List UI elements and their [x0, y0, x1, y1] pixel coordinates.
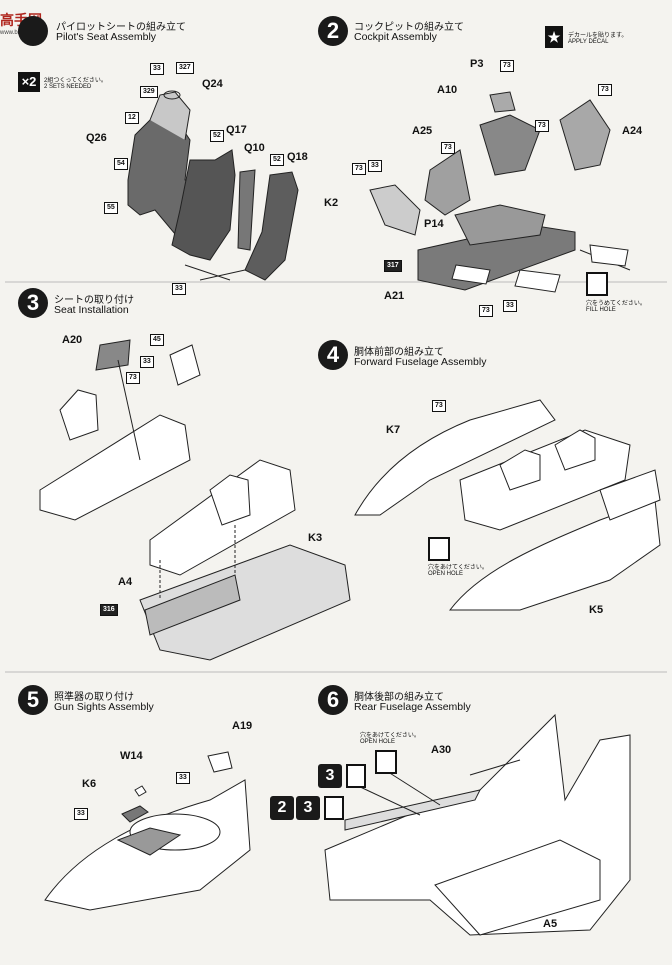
part-label: Q18 [287, 151, 308, 163]
two-sets-jp: 2組つくってください。 [44, 78, 107, 84]
part-label: A10 [437, 84, 458, 96]
open-hole-icon [375, 750, 397, 774]
paint-tag: 73 [479, 305, 493, 317]
paint-tag: 33 [176, 772, 190, 784]
step1-number [18, 16, 48, 46]
part-label: K7 [386, 424, 401, 436]
step2-title-jp: コックピットの組み立て [354, 22, 464, 33]
paint-tag: 73 [500, 60, 514, 72]
step-ref-badge: 3 [318, 764, 342, 788]
step4-forward-fuselage-drawing [354, 399, 661, 611]
step3-title-jp: シートの取り付け [54, 295, 134, 306]
step5-number: 5 [18, 685, 48, 715]
two-sets-en: 2 SETS NEEDED [44, 84, 92, 90]
open-hole-en: OPEN HOLE [360, 739, 396, 745]
part-label: A19 [232, 720, 253, 732]
part-label: A21 [384, 290, 405, 302]
step6-title-en: Rear Fuselage Assembly [354, 701, 471, 713]
part-label: Q26 [86, 132, 107, 144]
paint-tag: 33 [172, 283, 186, 295]
step3-title-en: Seat Installation [54, 304, 129, 316]
step4-title-en: Forward Fuselage Assembly [354, 356, 487, 368]
open-hole-icon [428, 537, 450, 561]
paint-tag: 73 [598, 84, 612, 96]
paint-tag: 317 [384, 260, 402, 272]
step-ref-badge: 2 [270, 796, 294, 820]
paint-tag: 73 [441, 142, 455, 154]
paint-tag: 73 [352, 163, 366, 175]
paint-tag: 33 [140, 356, 154, 368]
step4-title-jp: 胴体前部の組み立て [354, 347, 444, 358]
paint-tag: 73 [432, 400, 446, 412]
paint-tag: 33 [368, 160, 382, 172]
step4-number: 4 [318, 340, 348, 370]
step-ref-badge: 3 [296, 796, 320, 820]
step6-number: 6 [318, 685, 348, 715]
part-label: W14 [120, 750, 143, 762]
paint-tag: 52 [210, 130, 224, 142]
open-hole-icon [346, 764, 366, 788]
decal-star-icon: ★ [545, 26, 563, 48]
paint-tag: 33 [74, 808, 88, 820]
part-label: P3 [470, 58, 484, 70]
part-label: A5 [543, 918, 558, 930]
step1-title-en: Pilot's Seat Assembly [56, 31, 157, 43]
fill-hole-icon [586, 272, 608, 296]
part-label: A30 [431, 744, 452, 756]
step6-title-jp: 胴体後部の組み立て [354, 692, 444, 703]
step5-title-en: Gun Sights Assembly [54, 701, 154, 713]
part-label: A4 [118, 576, 133, 588]
step2-cockpit-drawing [369, 91, 631, 293]
paint-tag: 73 [126, 372, 140, 384]
decal-en: APPLY DECAL [568, 39, 609, 45]
step2-title-en: Cockpit Assembly [354, 31, 437, 43]
step5-title-jp: 照準器の取り付け [54, 692, 134, 703]
part-label: K3 [308, 532, 323, 544]
part-label: K5 [589, 604, 604, 616]
paint-tag: 33 [503, 300, 517, 312]
paint-tag: 55 [104, 202, 118, 214]
step1-seat-drawing [127, 90, 299, 281]
paint-tag: 54 [114, 158, 128, 170]
paint-tag: 316 [100, 604, 118, 616]
open-hole-icon [324, 796, 344, 820]
step2-number: 2 [318, 16, 348, 46]
step3-number: 3 [18, 288, 48, 318]
part-label: A24 [622, 125, 643, 137]
step5-gun-sights-drawing [44, 751, 251, 911]
paint-tag: 45 [150, 334, 164, 346]
paint-tag: 329 [140, 86, 158, 98]
part-label: K2 [324, 197, 339, 209]
step1-title-jp: パイロットシートの組み立て [56, 22, 186, 33]
fill-hole-jp: 穴をうめてください。 [586, 301, 646, 307]
part-label: K6 [82, 778, 97, 790]
open-hole-en: OPEN HOLE [428, 571, 464, 577]
paint-tag: 73 [535, 120, 549, 132]
step6-rear-fuselage-drawing [324, 713, 631, 936]
part-label: A20 [62, 334, 83, 346]
part-label: Q10 [244, 142, 265, 154]
part-label: Q24 [202, 78, 223, 90]
fill-hole-en: FILL HOLE [586, 307, 616, 313]
paint-tag: 327 [176, 62, 194, 74]
part-label: Q17 [226, 124, 247, 136]
paint-tag: 12 [125, 112, 139, 124]
paint-tag: 33 [150, 63, 164, 75]
open-hole-jp: 穴をあけてください。 [360, 733, 420, 739]
part-label: A25 [412, 125, 433, 137]
decal-jp: デカールを貼ります。 [568, 33, 628, 39]
two-sets-badge: ×2 [18, 72, 40, 92]
paint-tag: 52 [270, 154, 284, 166]
open-hole-jp: 穴をあけてください。 [428, 565, 488, 571]
part-label: P14 [424, 218, 444, 230]
step3-seat-install-drawing [39, 339, 351, 661]
